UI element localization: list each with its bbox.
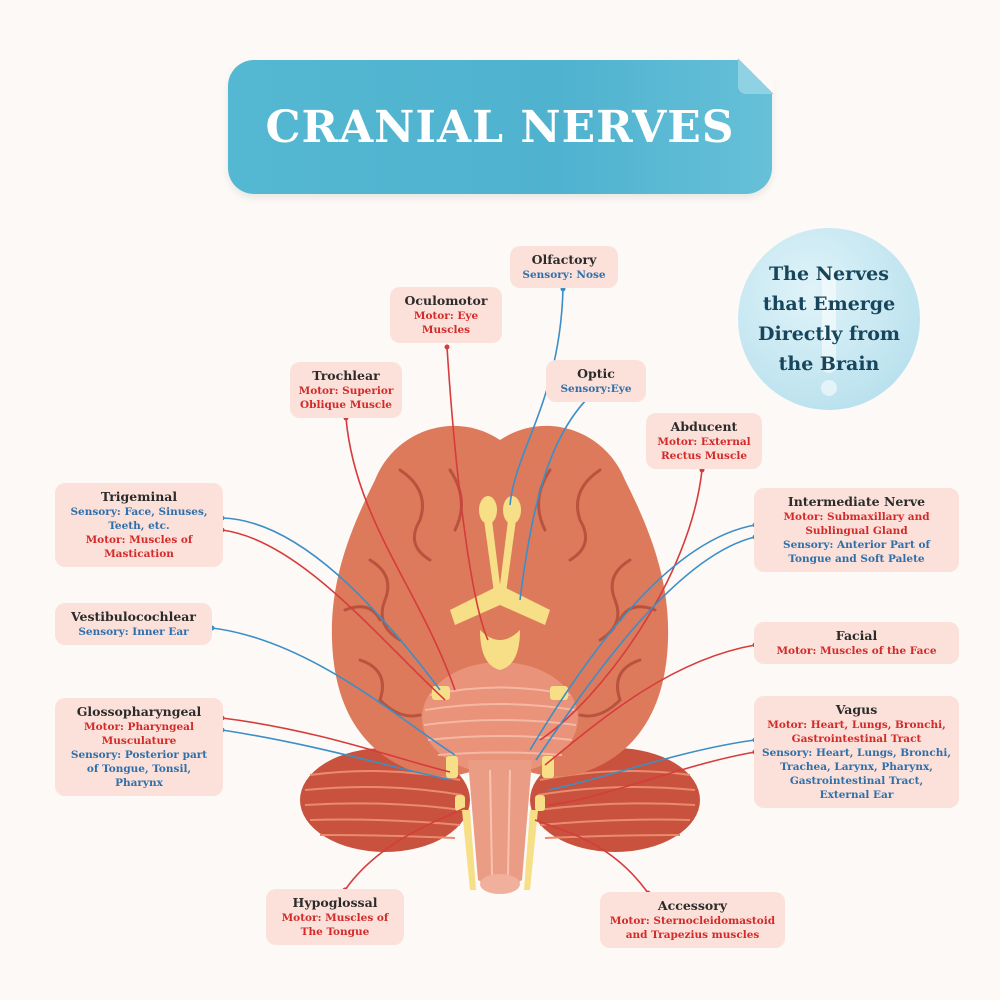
line-optic	[519, 395, 591, 601]
line-abducent	[539, 469, 703, 741]
label-optic: Optic Sensory:Eye	[546, 360, 646, 402]
nerve-name: Vestibulocochlear	[70, 609, 196, 624]
label-trigeminal: Trigeminal Sensory: Face, Sinuses, Teeth…	[55, 483, 223, 567]
nerve-motor-text: Motor: Superior Oblique Muscle	[298, 385, 394, 411]
label-vestibulocochlear: Vestibulocochlear Sensory: Inner Ear	[55, 603, 212, 645]
nerve-name: Oculomotor	[404, 293, 488, 308]
line-trigeminal-motor	[221, 529, 446, 701]
line-glossopharyngeal-motor	[221, 717, 451, 773]
nerve-sensory-text: Sensory: Inner Ear	[78, 626, 189, 638]
line-vagus-sensory	[547, 751, 756, 806]
line-vestibulocochlear	[211, 627, 456, 756]
optic-chiasm	[432, 496, 568, 890]
nerve-sensory-text: Sensory: Nose	[522, 269, 606, 281]
nerve-sensory-text: Sensory:Eye	[560, 383, 632, 395]
label-trochlear: Trochlear Motor: Superior Oblique Muscle	[290, 362, 402, 418]
nerve-sensory-text: Sensory: Anterior Part of Tongue and Sof…	[783, 539, 930, 565]
label-facial: Facial Motor: Muscles of the Face	[754, 622, 959, 664]
label-intermediate-nerve: Intermediate Nerve Motor: Submaxillary a…	[754, 488, 959, 572]
nerve-name: Glossopharyngeal	[76, 704, 202, 719]
nerve-sensory-text: Sensory: Face, Sinuses, Teeth, etc.	[70, 506, 208, 532]
nerve-motor-text: Motor: Muscles of Mastication	[85, 534, 193, 560]
nerve-name: Accessory	[657, 898, 728, 913]
nerve-name: Hypoglossal	[292, 895, 378, 910]
label-hypoglossal: Hypoglossal Motor: Muscles of The Tongue	[266, 889, 404, 945]
line-oculomotor	[446, 346, 489, 641]
page-title: CRANIAL NERVES	[265, 101, 735, 153]
nerve-motor-text: Motor: External Rectus Muscle	[657, 436, 751, 462]
label-glossopharyngeal: Glossopharyngeal Motor: Pharyngeal Muscu…	[55, 698, 223, 796]
title-banner: CRANIAL NERVES	[228, 58, 774, 194]
nerve-name: Olfactory	[531, 252, 597, 267]
label-vagus: Vagus Motor: Heart, Lungs, Bronchi, Gast…	[754, 696, 959, 808]
nerve-motor-text: Motor: Muscles of The Tongue	[281, 912, 389, 938]
line-intermediate-sensory	[535, 536, 756, 761]
tagline-circle: The Nerves that Emerge Directly from the…	[738, 228, 920, 410]
exclamation-dot-icon	[821, 380, 837, 396]
nerve-name: Trochlear	[312, 368, 380, 383]
label-accessory: Accessory Motor: Sternocleidomastoid and…	[600, 892, 785, 948]
tagline-text: The Nerves that Emerge Directly from the…	[758, 263, 900, 375]
nerve-motor-text: Motor: Muscles of the Face	[776, 645, 937, 657]
nerve-name: Facial	[835, 628, 878, 643]
nerve-motor-text: Motor: Eye Muscles	[413, 310, 479, 336]
label-olfactory: Olfactory Sensory: Nose	[510, 246, 618, 288]
line-vagus-motor	[547, 739, 756, 791]
nerve-name: Trigeminal	[100, 489, 178, 504]
line-trigeminal-sensory	[221, 517, 441, 691]
pons	[422, 662, 578, 774]
exclamation-icon	[822, 268, 836, 373]
line-hypoglossal	[344, 807, 466, 891]
line-trochlear	[345, 417, 456, 691]
nerve-sensory-text: Sensory: Posterior part of Tongue, Tonsi…	[70, 749, 208, 789]
nerve-name: Intermediate Nerve	[787, 494, 926, 509]
label-abducent: Abducent Motor: External Rectus Muscle	[646, 413, 762, 469]
line-facial	[544, 644, 756, 766]
nerve-sensory-text: Sensory: Heart, Lungs, Bronchi, Trachea,…	[761, 747, 951, 801]
line-accessory	[534, 819, 649, 894]
nerve-motor-text: Motor: Heart, Lungs, Bronchi, Gastrointe…	[767, 719, 946, 745]
medulla	[468, 760, 532, 894]
nerve-name: Vagus	[835, 702, 878, 717]
banner-fold	[738, 58, 774, 94]
nerve-motor-text: Motor: Sternocleidomastoid and Trapezius…	[609, 915, 776, 941]
line-glossopharyngeal-sensory	[221, 729, 453, 781]
nerve-motor-text: Motor: Submaxillary and Sublingual Gland	[783, 511, 930, 537]
nerve-motor-text: Motor: Pharyngeal Musculature	[84, 721, 194, 747]
label-oculomotor: Oculomotor Motor: Eye Muscles	[390, 287, 502, 343]
line-olfactory	[509, 288, 564, 506]
line-intermediate-motor	[529, 524, 756, 751]
nerve-name: Abducent	[670, 419, 738, 434]
nerve-name: Optic	[577, 366, 615, 381]
